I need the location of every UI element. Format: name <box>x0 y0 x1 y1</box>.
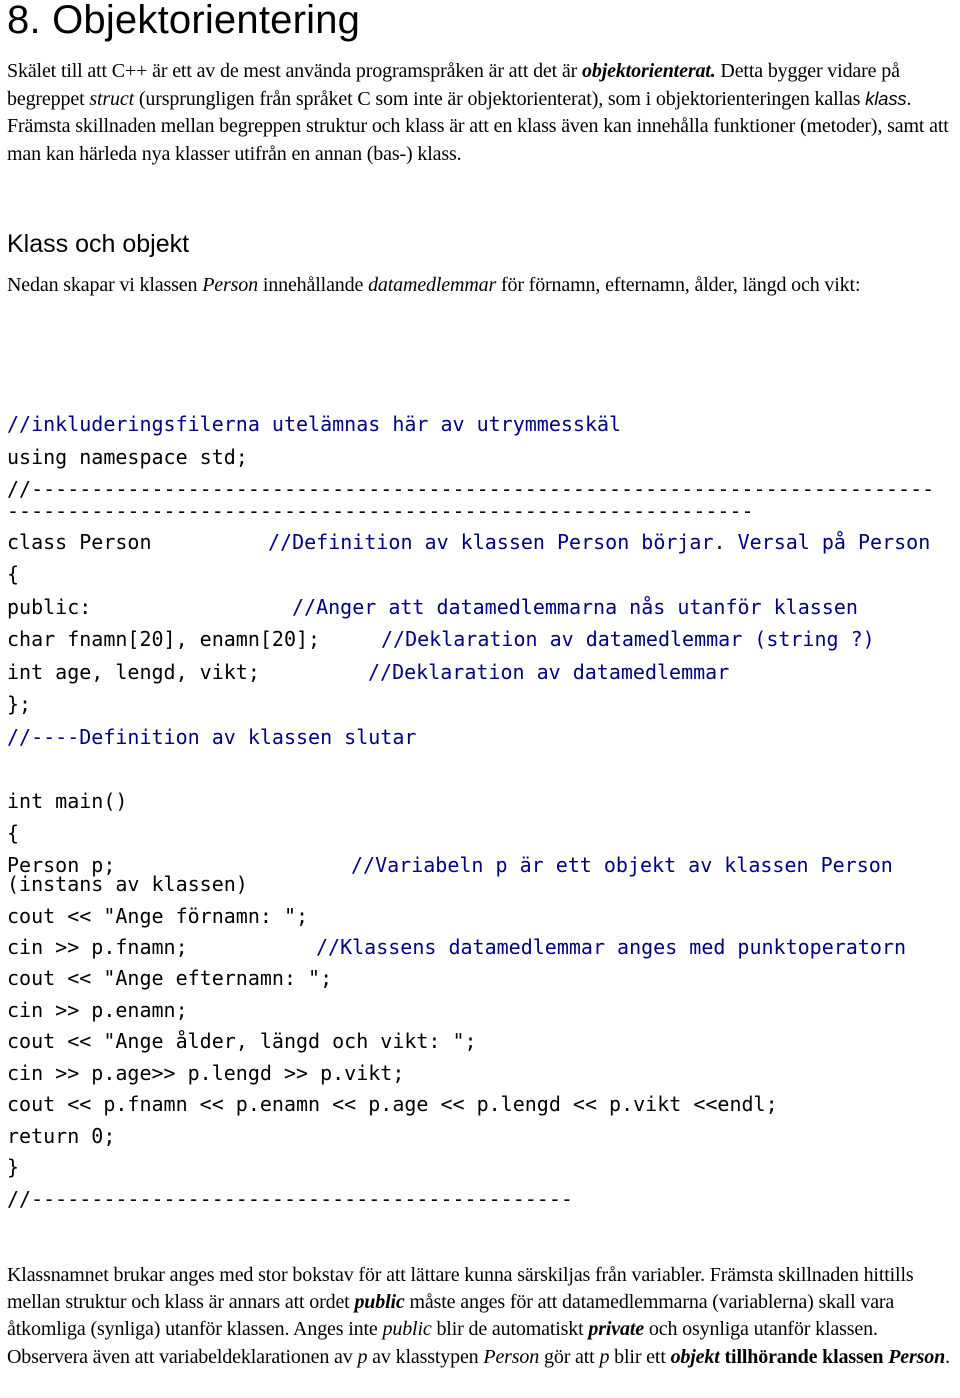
summary-paragraph: Klassnamnet brukar anges med stor boksta… <box>7 1262 955 1371</box>
para3-italic-p-2: p <box>599 1345 610 1368</box>
code-line-separator-1: //--------------------------------------… <box>7 477 935 501</box>
code-line-cin-age: cin >> p.age>> p.lengd >> p.vikt; <box>7 1061 405 1085</box>
intro-italic-struct: struct <box>89 88 135 111</box>
code-line-main: int main() <box>7 789 128 813</box>
code-line-using: using namespace std; <box>7 445 248 469</box>
intro-bold-objektorienterat: objektorienterat. <box>582 60 716 82</box>
para2-text-1: Nedan skapar vi klassen <box>7 274 203 296</box>
code-line-cout-alder: cout << "Ange ålder, längd och vikt: "; <box>7 1029 477 1053</box>
para3-text-7: blir ett <box>609 1345 671 1368</box>
para2-text-3: för förnamn, efternamn, ålder, längd och… <box>496 274 861 296</box>
code-line-cout-fornamn: cout << "Ange förnamn: "; <box>7 904 309 928</box>
code-comment-public: //Anger att datamedlemmarna nås utanför … <box>292 595 858 619</box>
para3-text-4: och osynliga utanför klassen. Observera … <box>7 1318 878 1368</box>
code-line-open-brace-1: { <box>7 562 20 586</box>
code-line-int-members: int age, lengd, vikt; <box>7 660 260 684</box>
chapter-title: 8. Objektorientering <box>7 0 361 42</box>
code-line-return: return 0; <box>7 1124 116 1148</box>
code-line-char: char fnamn[20], enamn[20]; <box>7 627 321 651</box>
code-line-cin-enamn: cin >> p.enamn; <box>7 998 188 1022</box>
para3-bold-public: public <box>354 1291 405 1314</box>
para3-bold-person: Person <box>888 1345 946 1368</box>
code-line-instans: (instans av klassen) <box>7 872 248 896</box>
intro-text-1: Skälet till att C++ är ett av de mest an… <box>7 60 582 82</box>
code-line-end-separator: //--------------------------------------… <box>7 1187 573 1211</box>
intro-paragraph: Skälet till att C++ är ett av de mest an… <box>7 58 955 168</box>
code-line-person-p: Person p; <box>7 853 116 877</box>
code-comment-char: //Deklaration av datamedlemmar (string ?… <box>381 627 875 651</box>
code-line-cout-all: cout << p.fnamn << p.enamn << p.age << p… <box>7 1092 778 1116</box>
para2-text-2: innehållande <box>258 274 369 296</box>
para3-bold-objekt: objekt <box>670 1345 720 1368</box>
code-line-close-class: }; <box>7 692 32 716</box>
para3-italic-public: public <box>382 1318 432 1341</box>
intro-italic-klass: klass <box>865 88 907 110</box>
para2-italic-person: Person <box>202 274 258 296</box>
para3-text-6: gör att <box>539 1345 600 1368</box>
code-line-cout-efternamn: cout << "Ange efternamn: "; <box>7 966 333 990</box>
code-comment-class-begins: //Definition av klassen Person börjar. V… <box>268 530 931 554</box>
para2-italic-datamedlemmar: datamedlemmar <box>368 274 497 296</box>
para3-italic-p-1: p <box>357 1345 368 1368</box>
para3-bold-private: private <box>588 1318 645 1341</box>
code-comment-cin-fnamn: //Klassens datamedlemmar anges med punkt… <box>316 935 907 959</box>
para3-text-2: måste anges för att datamedlemmarna (var… <box>7 1291 895 1341</box>
code-line-include-comment: //inkluderingsfilerna utelämnas här av u… <box>7 412 622 436</box>
para3-italic-person: Person <box>483 1345 540 1368</box>
para3-bold-tillhorande: tillhörande klassen <box>719 1345 889 1368</box>
para3-text-8: . <box>945 1345 950 1368</box>
code-line-class-ends: //----Definition av klassen slutar <box>7 725 417 749</box>
code-comment-person-p: //Variabeln p är ett objekt av klassen P… <box>351 853 893 877</box>
code-line-separator-2: ----------------------------------------… <box>7 499 754 523</box>
code-comment-int-members: //Deklaration av datamedlemmar <box>368 660 730 684</box>
code-line-class: class Person <box>7 530 152 554</box>
code-line-open-brace-2: { <box>7 821 20 845</box>
code-line-close-brace: } <box>7 1155 20 1179</box>
code-line-public: public: <box>7 595 92 619</box>
para3-text-5: av klasstypen <box>367 1345 484 1368</box>
section-heading: Klass och objekt <box>7 230 190 258</box>
intro-text-3: (ursprungligen från språket C som inte ä… <box>134 88 866 111</box>
intro-text-4: . Främsta skillnaden mellan begreppen st… <box>7 88 949 165</box>
class-intro-paragraph: Nedan skapar vi klassen Person innehålla… <box>7 272 955 299</box>
para3-text-3: blir de automatiskt <box>431 1318 589 1341</box>
code-line-cin-fnamn: cin >> p.fnamn; <box>7 935 188 959</box>
para3-text-1: Klassnamnet brukar anges med stor boksta… <box>7 1264 914 1314</box>
intro-text-2: Detta bygger vidare på begreppet <box>7 60 900 111</box>
